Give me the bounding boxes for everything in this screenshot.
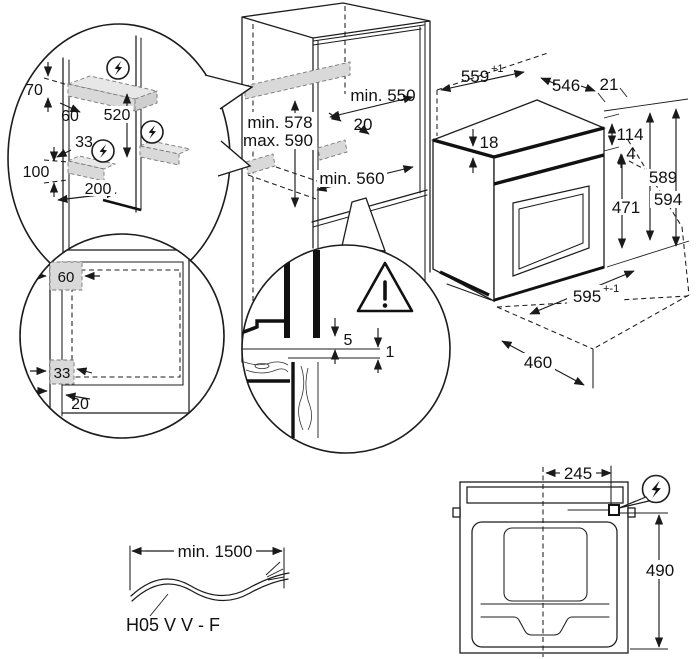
corner-zone-60: [49, 261, 83, 291]
power-cable-figure: min. 1500 H05 V V - F: [126, 542, 290, 635]
cabinet-top-face: [241, 2, 431, 39]
cable-curve: [130, 572, 290, 597]
dim-70: 70: [25, 82, 43, 99]
dim-200: 200: [85, 181, 112, 198]
control-panel-band: [493, 153, 605, 186]
dim-60-corner: 60: [58, 269, 75, 286]
dim-min-550: min. 550: [350, 86, 415, 105]
cabinet-panel-wood: [291, 362, 319, 438]
dim-595-tolerance: +-1: [603, 283, 619, 295]
cable-type-label: H05 V V - F: [126, 615, 220, 635]
connection-zone-inner: [317, 139, 348, 161]
power-icon: [106, 56, 130, 80]
dim-589: 589: [649, 168, 677, 187]
dim-min-1500: min. 1500: [178, 542, 253, 561]
dim-546: 546: [552, 76, 580, 95]
power-icon: [140, 120, 164, 144]
dim-520: 520: [104, 107, 131, 124]
detail-circle-corner: 60 33 20: [19, 233, 225, 439]
warning-icon: [356, 261, 414, 313]
dim-460: 460: [524, 353, 552, 372]
appliance-footprint-dashed: [71, 269, 181, 378]
dim-595: 595: [573, 287, 601, 306]
dim-4: 4: [626, 144, 635, 163]
dim-100: 100: [23, 164, 50, 181]
top-view-handle-recess: [480, 616, 610, 636]
dim-5: 5: [344, 332, 353, 349]
dim-18: 18: [480, 133, 499, 152]
top-view-cavity-emboss: [503, 527, 588, 602]
wall-box-upper-top: [66, 75, 159, 100]
dim-min-578: min. 578: [247, 113, 312, 132]
power-icon: [91, 139, 115, 163]
corner-zone-33: [49, 359, 75, 385]
dim-21: 21: [600, 75, 619, 94]
dim-559: 559: [461, 67, 489, 86]
dim-20-wall: 20: [354, 115, 373, 134]
dim-490: 490: [646, 561, 674, 580]
worktop-wood: [242, 361, 290, 383]
dim-33-corner: 33: [54, 365, 71, 382]
connection-zone-lower: [245, 153, 276, 175]
top-view-back-rail: [466, 486, 624, 504]
oven-flange-right: [313, 250, 320, 338]
dim-594: 594: [654, 190, 682, 209]
detail-circle-wall-zones: 70 60 520 33 100 200: [7, 23, 254, 293]
oven-front-view: 559 +1 546 21 18 114 4 471 589 594: [430, 52, 690, 389]
dim-20-corner: 20: [71, 396, 89, 413]
dim-559-tolerance: +1: [491, 63, 504, 75]
dim-1: 1: [386, 344, 395, 361]
dim-60-wall: 60: [61, 108, 79, 125]
dim-33-wall: 33: [75, 134, 93, 151]
callout-prong-lower: [217, 140, 252, 177]
mains-terminal-box: [608, 504, 620, 516]
dim-max-590: max. 590: [243, 131, 313, 150]
connection-zone-upper: [244, 61, 351, 100]
oven-bottom-trim: [439, 270, 490, 297]
dim-245: 245: [564, 464, 592, 483]
oven-top-view: 245 490: [452, 464, 675, 657]
dim-471: 471: [612, 198, 640, 217]
oven-left-face: [432, 139, 495, 303]
detail-circle-gap: 5 1: [241, 244, 451, 454]
oven-door-window: [512, 185, 590, 277]
callout-wedge-gap-detail: [341, 197, 386, 252]
power-pointer: [618, 496, 651, 509]
callout-prong-upper: [204, 74, 254, 110]
dim-min-560: min. 560: [319, 169, 384, 188]
oven-flange-left: [284, 262, 290, 338]
dim-114: 114: [616, 125, 643, 144]
wall-box-middle: [139, 145, 180, 166]
power-icon: [618, 474, 671, 509]
